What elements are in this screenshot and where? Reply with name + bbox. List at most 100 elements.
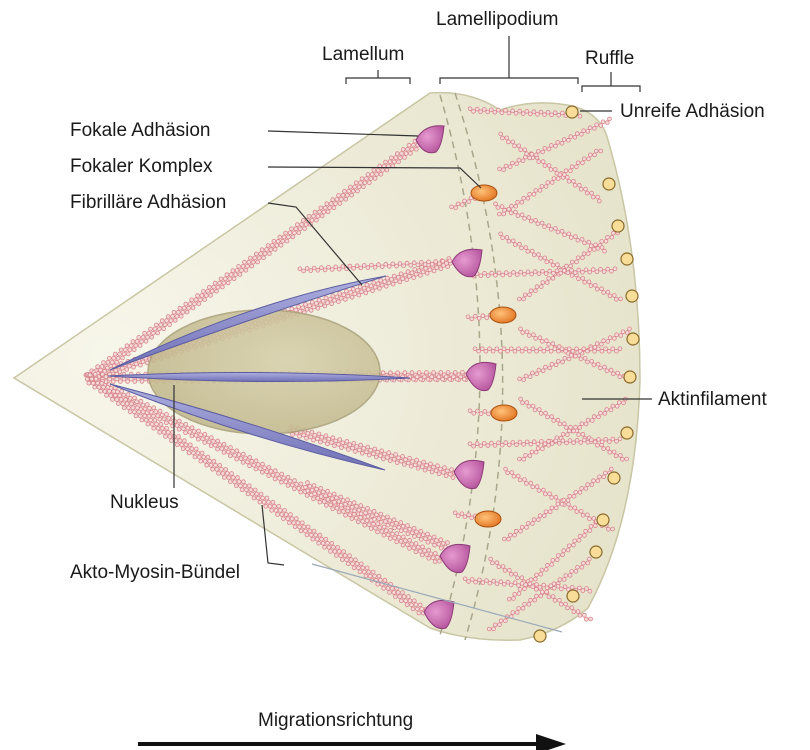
actin-bead bbox=[185, 310, 189, 314]
actin-bead bbox=[556, 418, 560, 422]
actin-bead bbox=[557, 441, 561, 445]
actin-bead bbox=[366, 515, 370, 519]
actin-bead bbox=[225, 273, 229, 277]
actin-bead bbox=[363, 523, 367, 527]
actin-bead bbox=[521, 606, 525, 610]
actin-bead bbox=[177, 427, 181, 431]
actin-bead bbox=[570, 268, 574, 272]
actin-bead bbox=[567, 502, 571, 506]
actin-bead bbox=[168, 323, 172, 327]
actin-bead bbox=[490, 441, 494, 445]
actin-bead bbox=[517, 607, 521, 611]
actin-bead bbox=[423, 468, 427, 472]
actin-bead bbox=[514, 111, 518, 115]
actin-bead bbox=[549, 259, 553, 263]
actin-bead bbox=[535, 372, 539, 376]
actin-bead bbox=[468, 442, 472, 446]
actin-bead bbox=[183, 439, 187, 443]
actin-bead bbox=[569, 264, 573, 268]
actin-bead bbox=[314, 533, 318, 537]
actin-bead bbox=[308, 484, 312, 488]
actin-bead bbox=[521, 159, 525, 163]
actin-bead bbox=[520, 576, 524, 580]
actin-bead bbox=[126, 393, 130, 397]
actin-bead bbox=[436, 464, 440, 468]
actin-bead bbox=[319, 440, 323, 444]
actin-bead bbox=[414, 550, 418, 554]
actin-bead bbox=[155, 422, 159, 426]
actin-bead bbox=[208, 459, 212, 463]
actin-bead bbox=[588, 153, 592, 157]
actin-bead bbox=[500, 443, 504, 447]
actin-bead bbox=[567, 429, 571, 433]
actin-bead bbox=[478, 578, 482, 582]
actin-bead bbox=[211, 467, 215, 471]
actin-bead bbox=[472, 110, 476, 114]
actin-bead bbox=[579, 441, 583, 445]
actin-bead bbox=[568, 574, 572, 578]
actin-bead bbox=[369, 284, 373, 288]
actin-bead bbox=[405, 603, 409, 607]
actin-bead bbox=[600, 349, 604, 353]
actin-bead bbox=[573, 506, 577, 510]
actin-bead bbox=[504, 271, 508, 275]
actin-bead bbox=[551, 558, 555, 562]
actin-bead bbox=[583, 613, 587, 617]
actin-bead bbox=[282, 235, 286, 239]
actin-bead bbox=[341, 193, 345, 197]
actin-bead bbox=[228, 277, 232, 281]
actin-bead bbox=[372, 522, 376, 526]
actin-bead bbox=[437, 542, 441, 546]
actin-bead bbox=[225, 472, 229, 476]
actin-bead bbox=[517, 347, 521, 351]
actin-bead bbox=[244, 456, 248, 460]
actin-bead bbox=[312, 484, 316, 488]
actin-bead bbox=[365, 519, 369, 523]
actin-bead bbox=[105, 394, 109, 398]
actin-bead bbox=[582, 561, 586, 565]
actin-bead bbox=[543, 256, 547, 260]
actin-bead bbox=[237, 453, 241, 457]
actin-bead bbox=[326, 210, 330, 214]
actin-bead bbox=[528, 454, 532, 458]
actin-bead bbox=[562, 173, 566, 177]
actin-bead bbox=[609, 467, 613, 471]
actin-bead bbox=[583, 356, 587, 360]
actin-bead bbox=[382, 525, 386, 529]
actin-bead bbox=[609, 408, 613, 412]
actin-bead bbox=[562, 422, 566, 426]
actin-bead bbox=[544, 510, 548, 514]
actin-bead bbox=[546, 181, 550, 185]
actin-bead bbox=[524, 374, 528, 378]
actin-bead bbox=[534, 218, 538, 222]
actin-bead bbox=[141, 360, 145, 364]
actin-bead bbox=[147, 414, 151, 418]
actin-bead bbox=[318, 533, 322, 537]
actin-bead bbox=[590, 483, 594, 487]
actin-bead bbox=[530, 450, 534, 454]
actin-bead bbox=[544, 272, 548, 276]
actin-bead bbox=[584, 487, 588, 491]
actin-bead bbox=[88, 373, 92, 377]
actin-bead bbox=[591, 195, 595, 199]
actin-bead bbox=[405, 278, 409, 282]
actin-bead bbox=[608, 336, 612, 340]
actin-bead bbox=[181, 447, 185, 451]
actin-bead bbox=[419, 274, 423, 278]
actin-bead bbox=[135, 340, 139, 344]
actin-bead bbox=[621, 330, 625, 334]
actin-bead bbox=[444, 474, 448, 478]
actin-bead bbox=[618, 347, 622, 351]
actin-bead bbox=[294, 227, 298, 231]
actin-bead bbox=[209, 463, 213, 467]
actin-bead bbox=[299, 482, 303, 486]
actin-bead bbox=[517, 158, 521, 162]
actin-bead bbox=[96, 381, 100, 385]
actin-bead bbox=[236, 476, 240, 480]
actin-bead bbox=[540, 221, 544, 225]
actin-bead bbox=[529, 289, 533, 293]
actin-bead bbox=[112, 390, 116, 394]
actin-bead bbox=[193, 302, 197, 306]
actin-bead bbox=[395, 264, 399, 268]
actin-bead bbox=[514, 204, 518, 208]
